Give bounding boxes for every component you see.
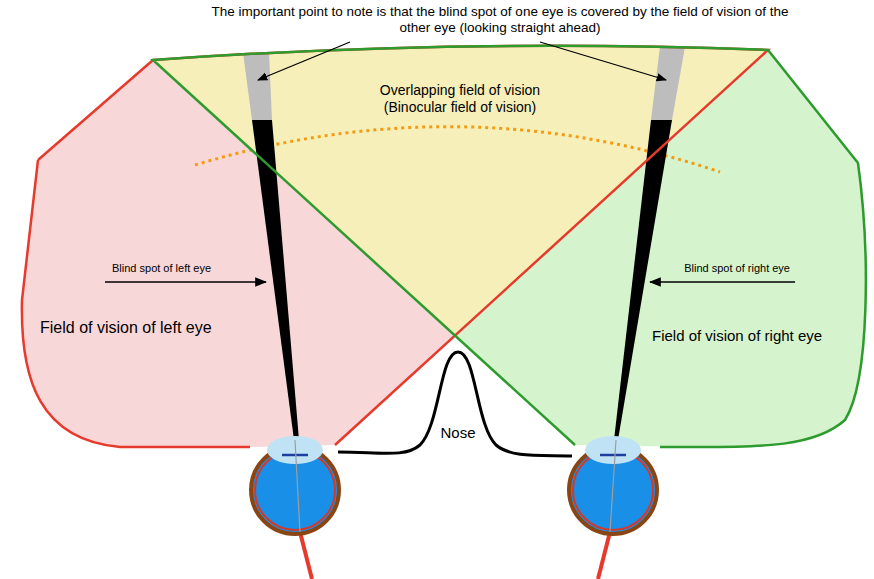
note-text: The important point to note is that the … — [200, 4, 800, 36]
optic-nerve — [300, 532, 312, 579]
nose-label: Nose — [436, 424, 480, 442]
cornea — [585, 436, 641, 464]
pointer-arrow — [105, 281, 266, 283]
right-blind-spot-wedge — [614, 120, 672, 440]
visual-axis — [610, 440, 616, 532]
pointer-arrow — [650, 281, 795, 283]
left-field-outline — [38, 46, 768, 445]
leader-line — [540, 42, 666, 80]
left-blind-spot-covered — [240, 30, 272, 120]
lens — [600, 454, 626, 457]
region-label: Overlapping field of vision (Binocular f… — [355, 82, 565, 116]
leader-line — [258, 42, 350, 80]
field-label: Field of vision of right eye — [652, 327, 864, 345]
right-blind-spot-covered — [651, 30, 688, 120]
left-field-outline — [22, 160, 250, 447]
left-blind-spot-wedge — [252, 120, 299, 440]
nose-outline — [338, 352, 572, 456]
blind-spot-label: Blind spot of right eye — [670, 262, 790, 275]
visual-axis — [295, 440, 300, 532]
blind-spot-label: Blind spot of left eye — [112, 262, 262, 275]
lens — [282, 454, 308, 457]
optic-nerve — [598, 532, 610, 579]
right-field-outline — [153, 46, 866, 447]
field-label: Field of vision of left eye — [40, 318, 255, 337]
